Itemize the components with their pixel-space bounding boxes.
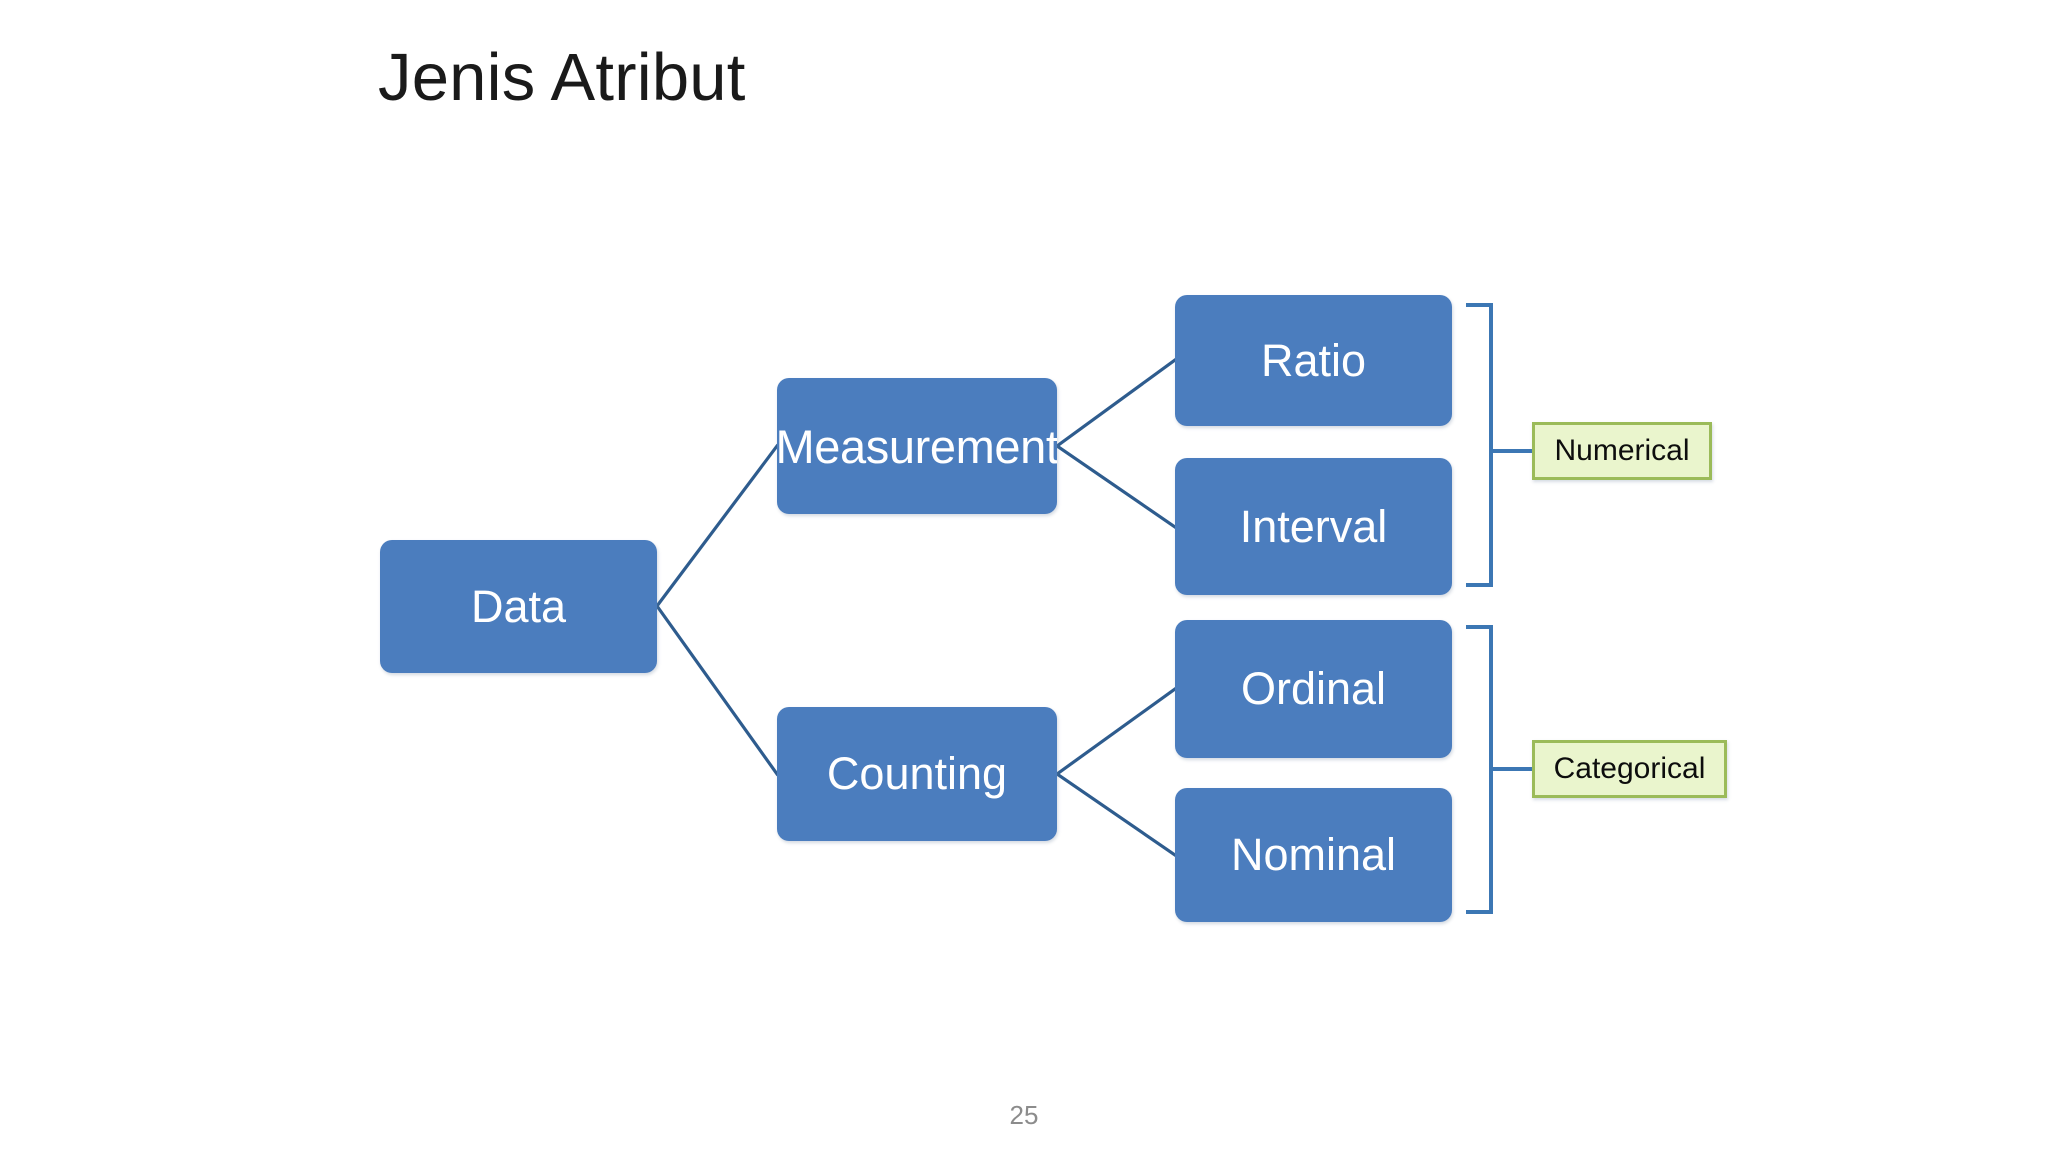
node-nominal[interactable]: Nominal xyxy=(1175,788,1452,922)
node-data[interactable]: Data xyxy=(380,540,657,673)
bracket-categorical xyxy=(1466,625,1493,914)
node-measurement[interactable]: Measurement xyxy=(777,378,1057,514)
node-ordinal[interactable]: Ordinal xyxy=(1175,620,1452,758)
page-number: 25 xyxy=(1009,1100,1039,1130)
node-ratio[interactable]: Ratio xyxy=(1175,295,1452,426)
callout-numerical[interactable]: Numerical xyxy=(1532,422,1712,480)
bracket-numerical xyxy=(1466,303,1493,587)
edge-data-measurement xyxy=(654,443,780,609)
page-title: Jenis Atribut xyxy=(378,40,746,115)
callout-categorical[interactable]: Categorical xyxy=(1532,740,1727,798)
edge-measurement-ratio xyxy=(1054,357,1178,449)
edge-measurement-interval xyxy=(1054,443,1178,530)
node-counting[interactable]: Counting xyxy=(777,707,1057,841)
edge-counting-nominal xyxy=(1054,771,1178,858)
node-interval[interactable]: Interval xyxy=(1175,458,1452,595)
edge-data-counting xyxy=(654,603,780,777)
edge-counting-ordinal xyxy=(1054,686,1178,777)
